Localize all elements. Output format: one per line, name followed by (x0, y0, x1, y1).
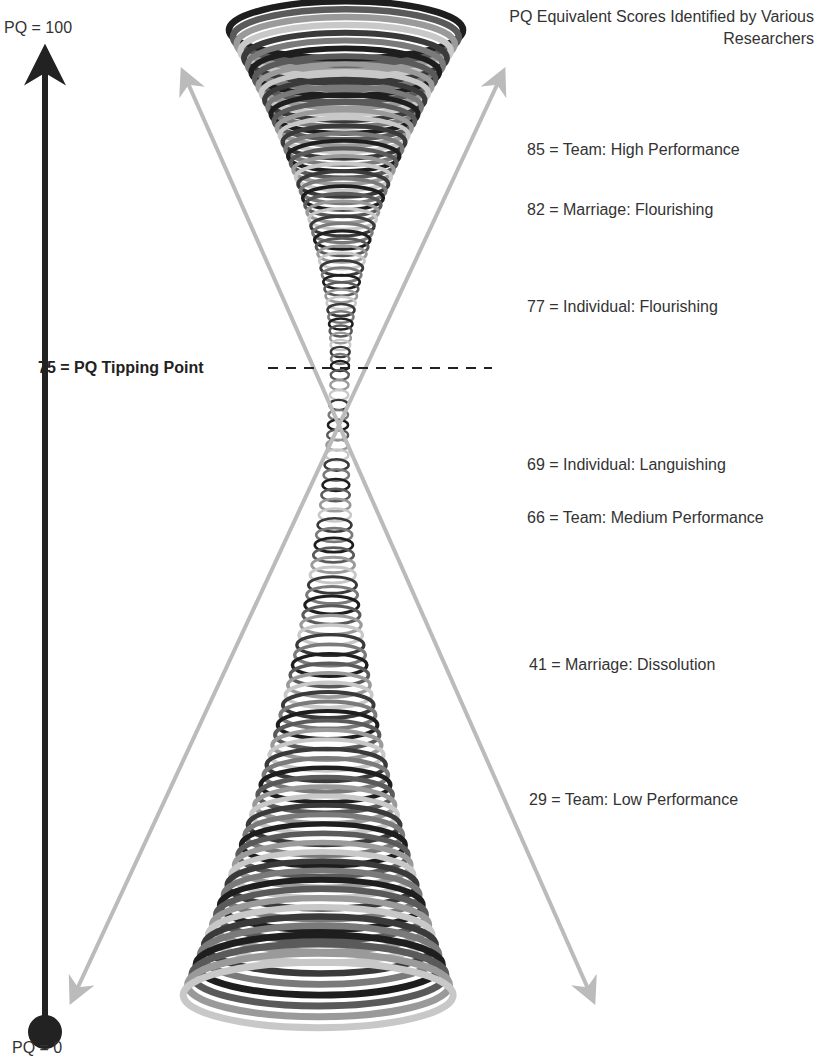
spiral-coil (330, 380, 348, 390)
score-label: 77 = Individual: Flourishing (527, 297, 718, 316)
score-label: 29 = Team: Low Performance (527, 790, 740, 809)
score-label: 41 = Marriage: Dissolution (527, 655, 717, 674)
spiral-coils (183, 1, 463, 1027)
spiral-coil (330, 390, 348, 400)
spiral-coil (331, 370, 349, 380)
spiral-coil (183, 962, 453, 1027)
score-label: 82 = Marriage: Flourishing (527, 200, 713, 219)
chart-title: PQ Equivalent Scores Identified by Vario… (474, 6, 814, 50)
pq-axis (42, 52, 48, 1030)
tipping-point-label: 75 = PQ Tipping Point (38, 358, 204, 377)
upward-arrow (72, 72, 503, 1000)
axis-min-label: PQ = 0 (12, 1038, 62, 1057)
score-label: 69 = Individual: Languishing (527, 455, 726, 474)
score-label: 85 = Team: High Performance (527, 140, 740, 159)
axis-max-label: PQ = 100 (4, 18, 72, 37)
spiral-coil (310, 567, 355, 583)
tipping-point-line (268, 367, 492, 369)
score-label: 66 = Team: Medium Performance (527, 508, 764, 527)
